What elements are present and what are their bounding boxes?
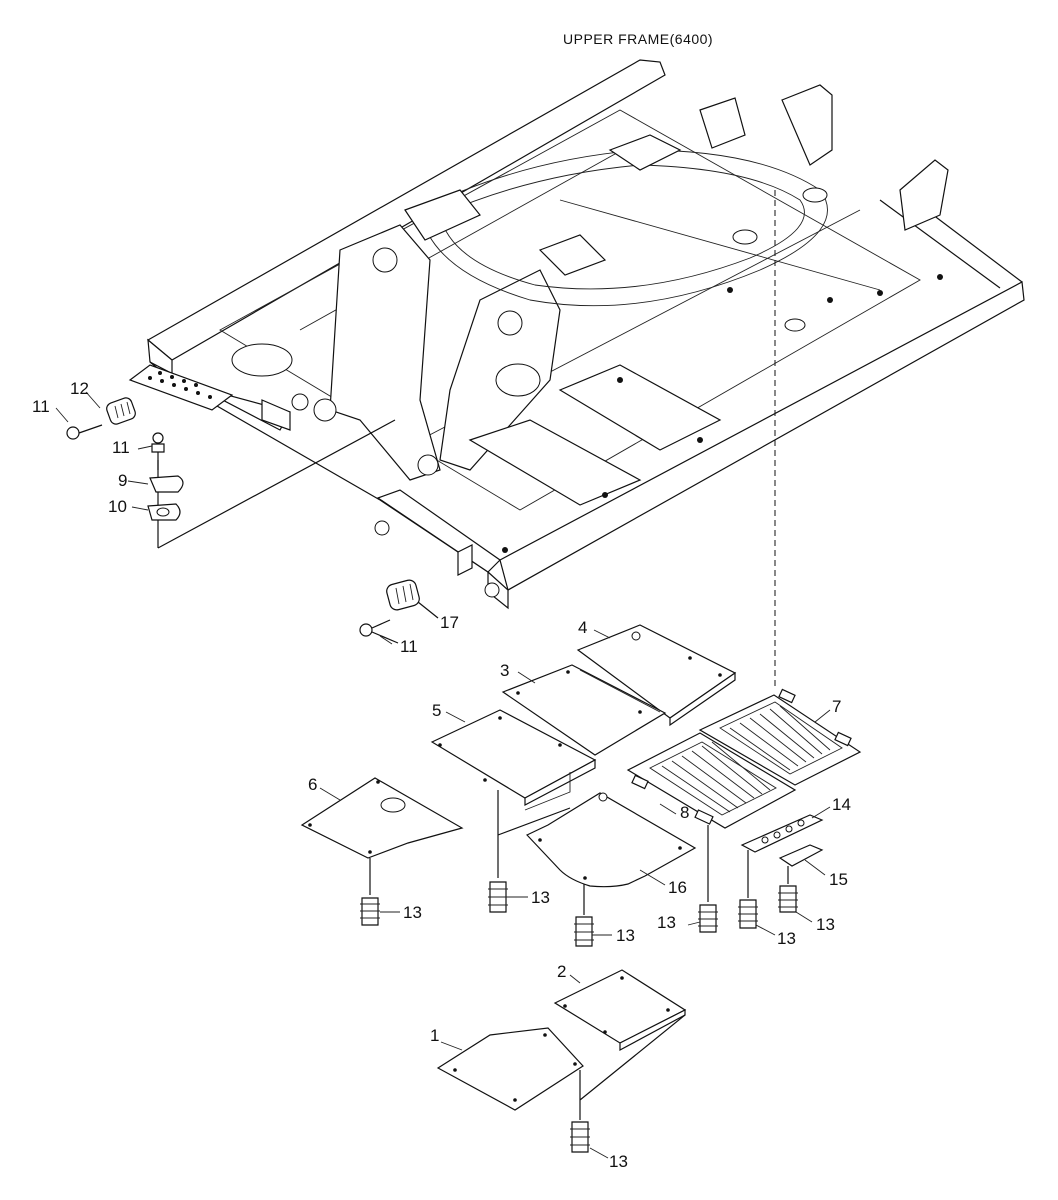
bolt-11-left (66, 424, 103, 440)
callout-1: 1 (430, 1026, 439, 1045)
callout-leaders (55, 391, 831, 1159)
callout-13-g: 13 (609, 1152, 628, 1171)
callout-13-f: 13 (816, 915, 835, 934)
plate-9 (149, 475, 184, 493)
cover-5 (430, 709, 597, 811)
callout-11-left: 11 (32, 397, 50, 416)
callout-12: 12 (70, 379, 89, 398)
cover-16 (525, 792, 697, 888)
callout-16: 16 (668, 878, 687, 897)
plate-14 (740, 814, 824, 853)
cover-2 (553, 969, 687, 1052)
callout-13-d: 13 (657, 913, 676, 932)
cover-4 (576, 624, 737, 727)
callout-14: 14 (832, 795, 851, 814)
cover-1 (436, 1027, 584, 1111)
rubber-stopper-17 (386, 579, 439, 619)
callout-13-b: 13 (531, 888, 550, 907)
callout-2: 2 (557, 962, 566, 981)
grille-7 (698, 688, 862, 786)
callout-8: 8 (680, 803, 689, 822)
gasket-10 (147, 503, 181, 521)
callout-6: 6 (308, 775, 317, 794)
cover-6 (300, 777, 464, 859)
diagram-title: UPPER FRAME(6400) (563, 31, 713, 47)
callout-13-c: 13 (616, 926, 635, 945)
callout-10: 10 (108, 497, 127, 516)
callout-labels: 1 2 3 4 5 6 7 8 9 10 11 11 11 12 13 13 1… (32, 379, 851, 1171)
callout-4: 4 (578, 618, 587, 637)
callout-7: 7 (832, 697, 841, 716)
callout-13-e: 13 (777, 929, 796, 948)
bolts-13 (360, 790, 798, 1153)
upper-frame (146, 59, 1025, 610)
rubber-stopper-12 (106, 397, 136, 425)
callout-15: 15 (829, 870, 848, 889)
callout-11-middle: 11 (112, 438, 130, 457)
callout-5: 5 (432, 701, 441, 720)
plate-15 (778, 844, 824, 867)
callout-13-a: 13 (403, 903, 422, 922)
callout-11-bottom: 11 (400, 637, 418, 656)
callout-9: 9 (118, 471, 127, 490)
bolt-11-bottom (359, 619, 399, 644)
cover-3 (501, 664, 667, 756)
step-plate (128, 364, 234, 411)
callout-3: 3 (500, 661, 509, 680)
callout-17: 17 (440, 613, 459, 632)
grille-8 (626, 732, 797, 829)
leader-9-10 (157, 419, 396, 549)
bolt-11-vertical (151, 432, 165, 470)
